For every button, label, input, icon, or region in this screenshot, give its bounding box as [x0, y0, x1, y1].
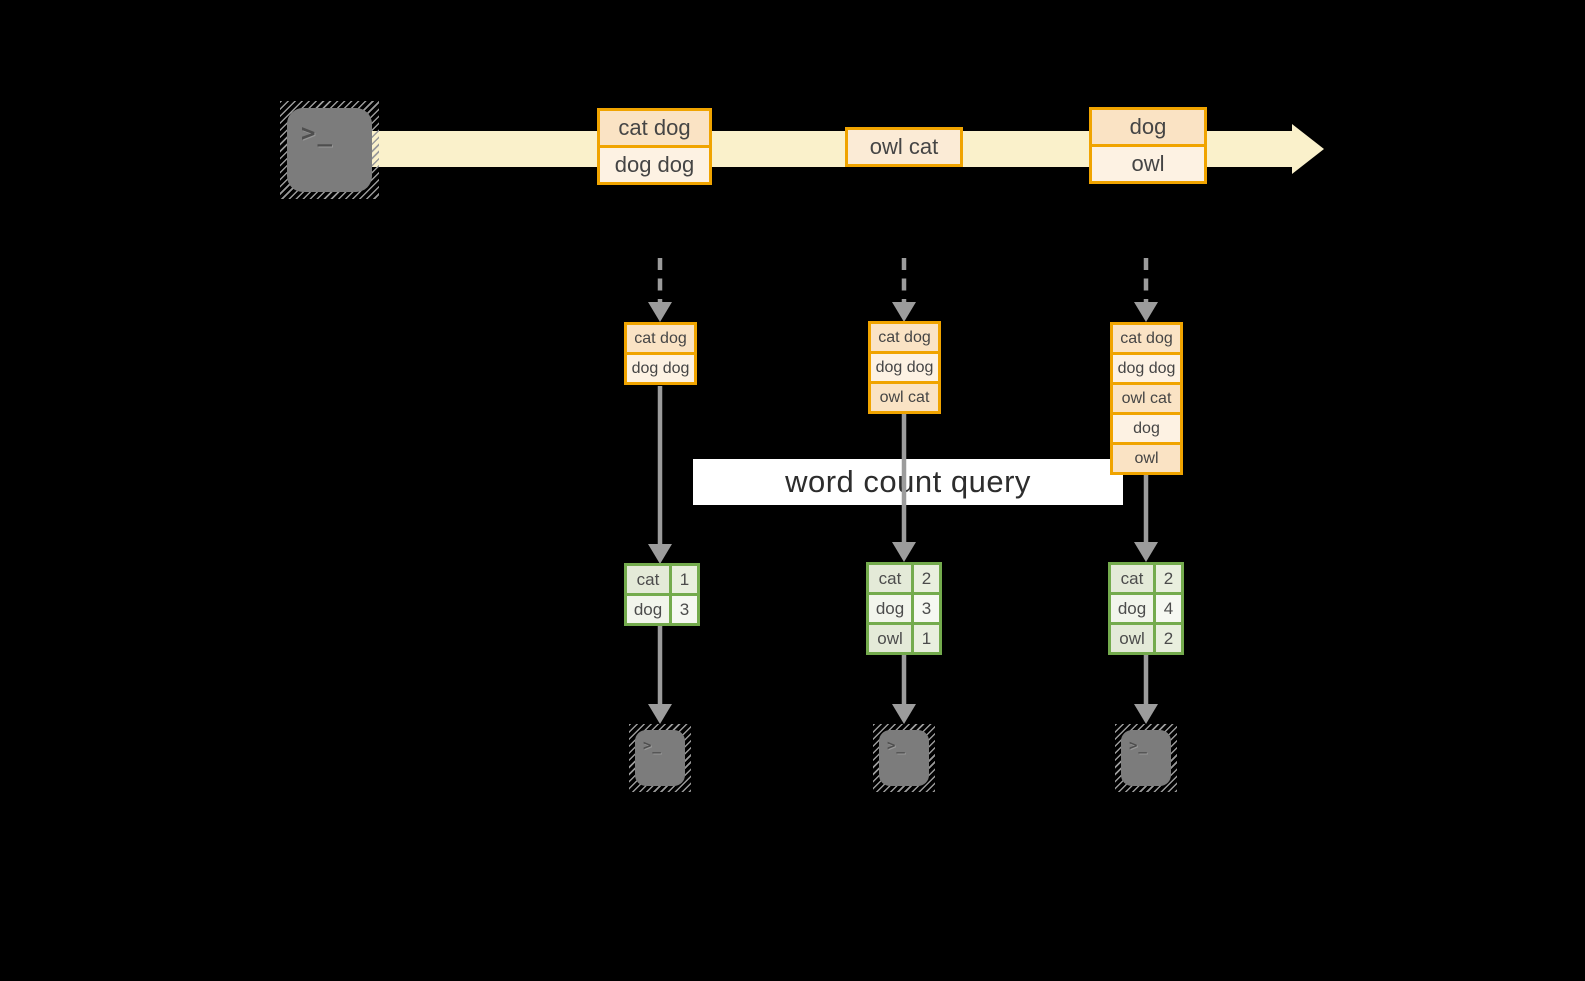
terminal-prompt-glyph: >_: [301, 119, 334, 147]
stream-arrow-head: [1292, 124, 1324, 174]
query-label: word count query: [693, 459, 1123, 505]
input-record: dog: [1113, 415, 1180, 442]
input-record: dog dog: [871, 354, 938, 381]
stream-batch-1: cat dog dog dog: [597, 108, 712, 185]
dashed-down-arrow: [892, 258, 916, 322]
count-cell: 1: [672, 566, 697, 593]
input-record: owl: [1113, 445, 1180, 472]
input-record: dog dog: [627, 355, 694, 382]
solid-down-arrow: [892, 414, 916, 562]
count-cell: 2: [1156, 565, 1181, 592]
word-cell: cat: [1111, 565, 1153, 592]
input-record: cat dog: [627, 325, 694, 352]
result-table-2: cat 2 dog 3 owl 1: [866, 562, 942, 655]
input-record: owl cat: [871, 384, 938, 411]
terminal-screen: >_: [635, 730, 685, 786]
sink-terminal-icon: >_: [873, 724, 935, 792]
count-cell: 2: [914, 565, 939, 592]
stream-record: owl: [1092, 147, 1204, 181]
sink-terminal-icon: >_: [1115, 724, 1177, 792]
input-table-2: cat dog dog dog owl cat: [868, 321, 941, 414]
input-record: cat dog: [1113, 325, 1180, 352]
word-cell: dog: [627, 596, 669, 623]
solid-down-arrow: [1134, 475, 1158, 562]
input-record: owl cat: [1113, 385, 1180, 412]
solid-down-arrow: [648, 626, 672, 724]
terminal-screen: >_: [1121, 730, 1171, 786]
stream-record: dog: [1092, 110, 1204, 144]
source-terminal-icon: >_: [280, 101, 379, 199]
input-table-1: cat dog dog dog: [624, 322, 697, 385]
word-cell: cat: [627, 566, 669, 593]
word-cell: owl: [869, 625, 911, 652]
count-cell: 4: [1156, 595, 1181, 622]
stream-record: cat dog: [600, 111, 709, 145]
word-cell: cat: [869, 565, 911, 592]
terminal-screen: >_: [287, 108, 372, 192]
input-record: cat dog: [871, 324, 938, 351]
result-table-3: cat 2 dog 4 owl 2: [1108, 562, 1184, 655]
stream-record: dog dog: [600, 148, 709, 182]
word-cell: owl: [1111, 625, 1153, 652]
word-cell: dog: [869, 595, 911, 622]
count-cell: 1: [914, 625, 939, 652]
input-record: dog dog: [1113, 355, 1180, 382]
terminal-screen: >_: [879, 730, 929, 786]
result-table-1: cat 1 dog 3: [624, 563, 700, 626]
terminal-prompt-glyph: >_: [1129, 738, 1148, 754]
solid-down-arrow: [892, 655, 916, 724]
solid-down-arrow: [1134, 655, 1158, 724]
count-cell: 2: [1156, 625, 1181, 652]
terminal-prompt-glyph: >_: [643, 738, 662, 754]
sink-terminal-icon: >_: [629, 724, 691, 792]
solid-down-arrow: [648, 386, 672, 564]
input-table-3: cat dog dog dog owl cat dog owl: [1110, 322, 1183, 475]
terminal-prompt-glyph: >_: [887, 738, 906, 754]
count-cell: 3: [672, 596, 697, 623]
count-cell: 3: [914, 595, 939, 622]
dashed-down-arrow: [1134, 258, 1158, 322]
stream-batch-3: dog owl: [1089, 107, 1207, 184]
stream-record: owl cat: [848, 130, 960, 164]
word-cell: dog: [1111, 595, 1153, 622]
dashed-down-arrow: [648, 258, 672, 322]
stream-batch-2: owl cat: [845, 127, 963, 167]
